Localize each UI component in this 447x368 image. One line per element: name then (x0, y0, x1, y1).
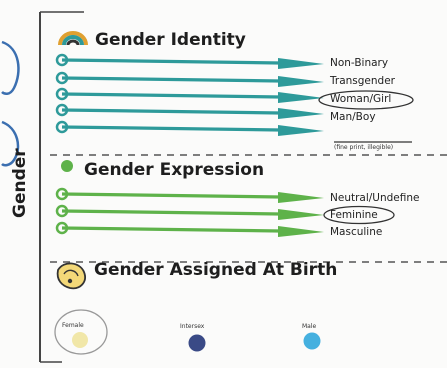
birth-option-female-label: Female (62, 322, 84, 329)
birth-option-male-label: Male (302, 323, 316, 330)
expression-item-masculine: Masculine (330, 226, 382, 238)
birth-option-intersex-label: Intersex (180, 323, 204, 330)
margin-swirl-top (2, 42, 18, 94)
intersex-dot (189, 335, 206, 352)
male-dot (304, 333, 321, 350)
female-dot (72, 332, 88, 348)
identity-item-man-boy: Man/Boy (330, 111, 376, 123)
identity-item-non-binary: Non-Binary (330, 57, 388, 69)
identity-item-transgender: Transgender (330, 75, 395, 87)
birth-title: Gender Assigned At Birth (94, 260, 337, 280)
identity-arrows (57, 55, 324, 136)
axis-label: Gender (10, 154, 30, 218)
rainbow-icon (60, 33, 86, 45)
identity-item-woman-girl: Woman/Girl (330, 93, 391, 105)
identity-footnote: (fine print, illegible) (334, 144, 393, 151)
expression-item-neutral: Neutral/Undefine (330, 192, 420, 204)
expression-bullet-icon (61, 160, 73, 172)
expression-item-feminine: Feminine (330, 209, 378, 221)
identity-title: Gender Identity (95, 30, 246, 50)
birth-icon (58, 263, 85, 288)
expression-title: Gender Expression (84, 160, 264, 180)
expression-arrows (57, 189, 324, 237)
